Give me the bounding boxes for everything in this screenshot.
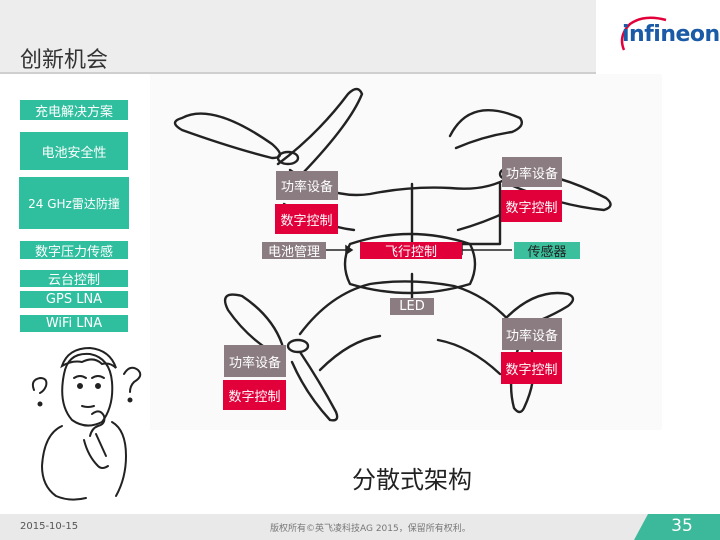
logo-text: infineon [622,22,720,47]
logo-area [596,0,720,72]
sidebar-item-battery-safety: 电池安全性 [20,132,128,170]
label-br-power: 功率设备 [502,318,562,350]
footer-copyright: 版权所有©英飞凌科技AG 2015，保留所有权利。 [270,524,471,534]
page-number-notch [634,514,648,540]
logo-swoosh-icon [620,16,667,51]
thinking-man-illustration [31,346,142,501]
label-tl-power: 功率设备 [276,171,338,200]
infineon-logo: infineon [614,16,720,56]
sidebar-item-charging: 充电解决方案 [20,100,128,120]
footer-date: 2015-10-15 [20,521,79,532]
label-flight-control: 飞行控制 [360,242,462,260]
label-tl-digital: 数字控制 [275,204,338,234]
label-br-digital: 数字控制 [501,352,562,384]
label-led: LED [390,298,434,315]
label-bl-power: 功率设备 [224,345,286,377]
label-tr-power: 功率设备 [502,157,562,187]
label-tr-digital: 数字控制 [501,190,562,222]
sidebar-item-radar: 24 GHz雷达防撞 [19,177,129,229]
label-bl-digital: 数字控制 [223,380,286,410]
page-number-box [634,514,720,540]
sidebar-item-gimbal: 云台控制 [20,270,128,288]
header-divider [0,72,596,74]
sidebar-item-wifi: WiFi LNA [20,315,128,332]
sidebar-item-gps: GPS LNA [20,291,128,308]
page-title: 创新机会 [20,48,109,73]
footer-bar [0,514,720,540]
sidebar-item-pressure: 数字压力传感 [20,241,128,260]
label-battery-management: 电池管理 [262,242,326,260]
page-number: 35 [671,516,693,536]
diagram-caption: 分散式架构 [352,466,472,494]
label-sensor: 传感器 [514,242,580,260]
